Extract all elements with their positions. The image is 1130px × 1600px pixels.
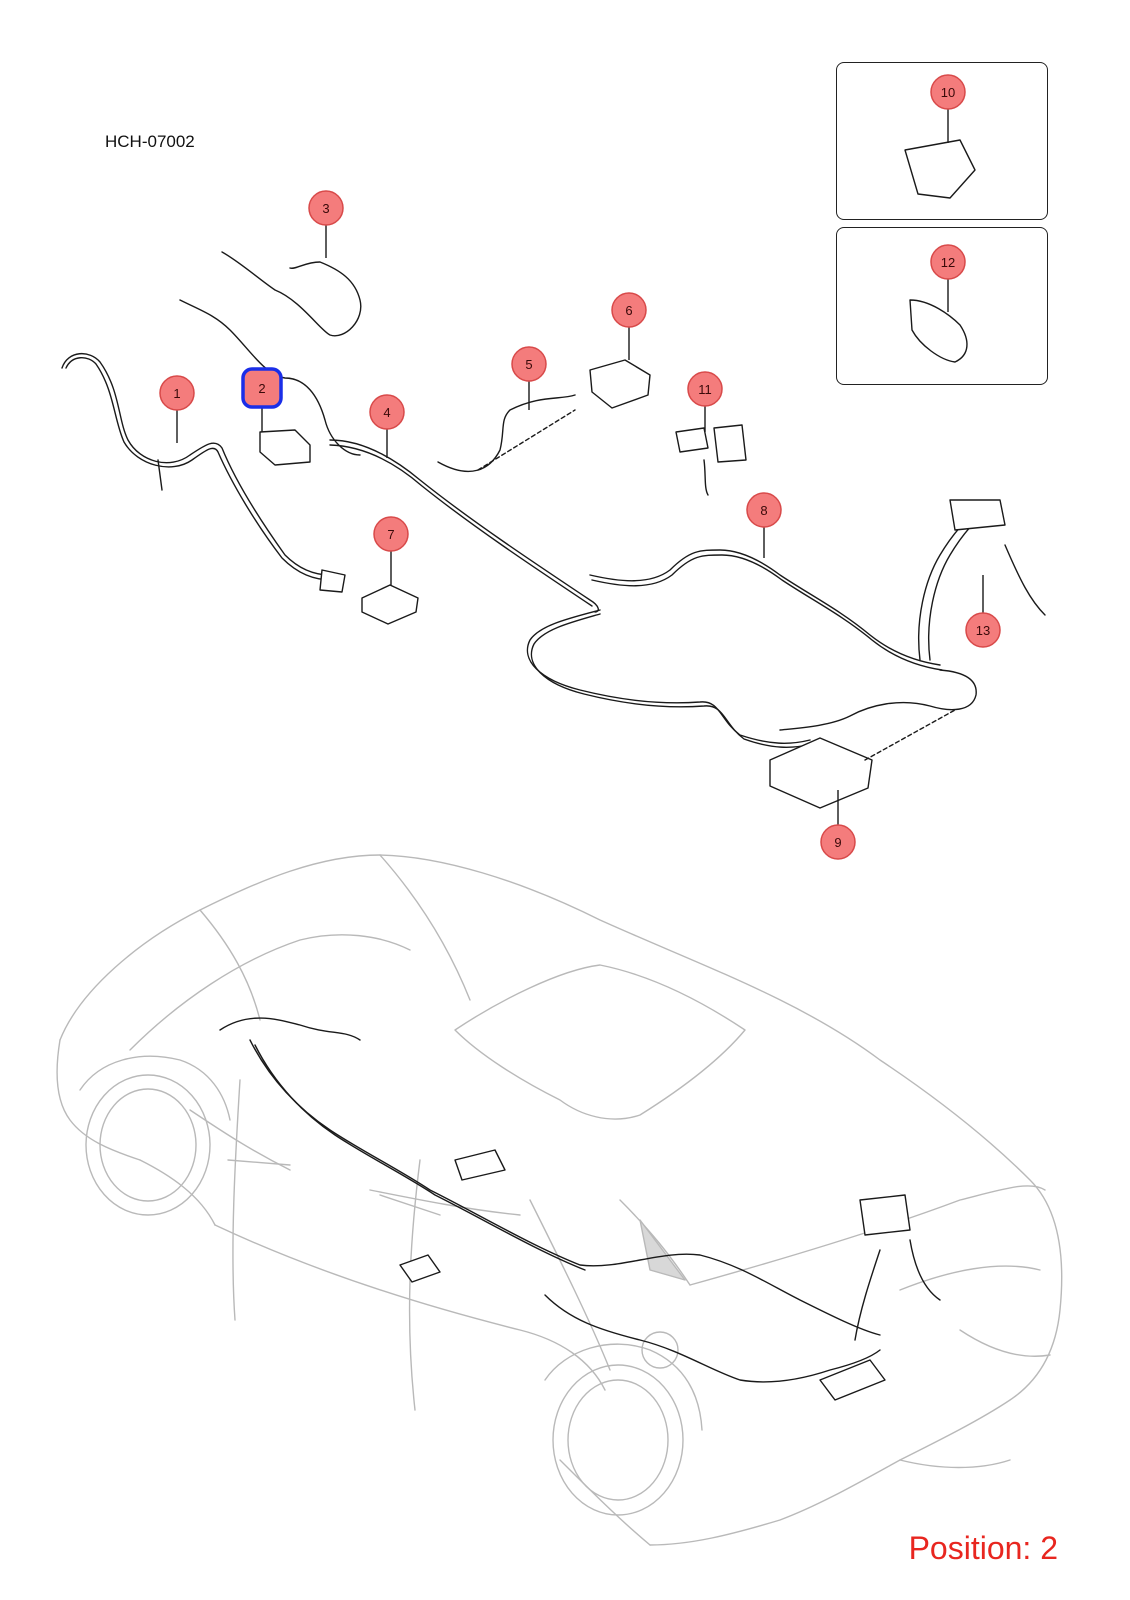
callout-10[interactable]: 10 xyxy=(930,74,966,143)
car-outline xyxy=(56,854,1063,1546)
callout-number: 2 xyxy=(258,381,265,396)
callout-number: 7 xyxy=(387,527,394,542)
callout-bubble xyxy=(511,346,547,382)
position-label: Position: 2 xyxy=(908,1530,1058,1566)
callout-selected-marker xyxy=(241,367,283,409)
callout-bubble xyxy=(611,292,647,328)
callout-bubble xyxy=(820,824,856,860)
callout-5[interactable]: 5 xyxy=(511,346,547,410)
callout-1[interactable]: 1 xyxy=(159,375,195,443)
callout-12[interactable]: 12 xyxy=(930,244,966,312)
callout-bubble xyxy=(965,612,1001,648)
callout-9[interactable]: 9 xyxy=(820,790,856,860)
callout-number: 10 xyxy=(941,85,955,100)
callout-bubble xyxy=(930,74,966,110)
callout-4[interactable]: 4 xyxy=(369,394,405,458)
callout-bubble xyxy=(746,492,782,528)
callout-11[interactable]: 11 xyxy=(687,371,723,432)
callout-number: 12 xyxy=(941,255,955,270)
callout-6[interactable]: 6 xyxy=(611,292,647,360)
diagram-code: HCH-07002 xyxy=(105,132,195,151)
callout-number: 8 xyxy=(760,503,767,518)
callout-bubble xyxy=(369,394,405,430)
callout-number: 13 xyxy=(976,623,990,638)
callout-bubble xyxy=(159,375,195,411)
callout-13[interactable]: 13 xyxy=(965,575,1001,648)
callout-number: 4 xyxy=(383,405,390,420)
callout-bubble xyxy=(687,371,723,407)
callout-number: 9 xyxy=(834,835,841,850)
callout-2[interactable]: 2 xyxy=(241,367,283,432)
callout-7[interactable]: 7 xyxy=(373,516,409,585)
callout-bubble xyxy=(373,516,409,552)
wire-harness xyxy=(61,139,1046,1401)
callout-number: 11 xyxy=(698,382,712,397)
callout-number: 1 xyxy=(173,386,180,401)
callout-bubble xyxy=(308,190,344,226)
callout-number: 6 xyxy=(625,303,632,318)
callout-number: 5 xyxy=(525,357,532,372)
callout-3[interactable]: 3 xyxy=(308,190,344,258)
callout-number: 3 xyxy=(322,201,329,216)
callout-bubble xyxy=(930,244,966,280)
callout-8[interactable]: 8 xyxy=(746,492,782,558)
